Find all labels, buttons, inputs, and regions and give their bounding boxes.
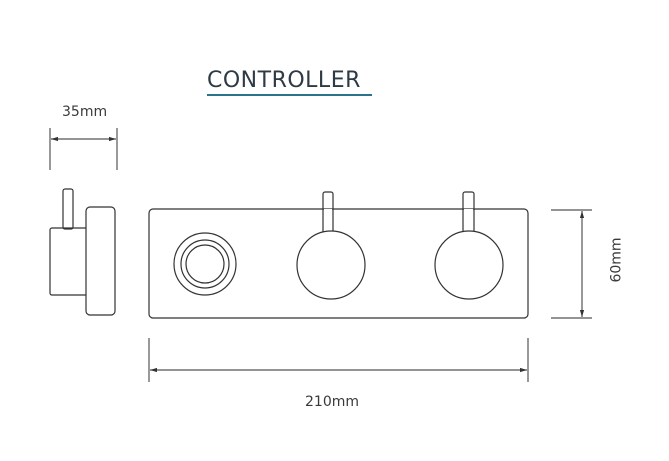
knob-left [296, 230, 366, 300]
width-dimension-label: 210mm [305, 394, 359, 410]
knob-right [434, 230, 504, 300]
front-view [148, 191, 529, 319]
drawing-title: CONTROLLER [207, 68, 361, 93]
title-underline [207, 94, 372, 96]
width-dimension [148, 338, 529, 382]
side-view [49, 188, 116, 316]
push-button [173, 232, 237, 296]
height-dimension [551, 209, 592, 319]
depth-dimension-label: 35mm [62, 104, 108, 120]
depth-dimension [49, 128, 118, 170]
